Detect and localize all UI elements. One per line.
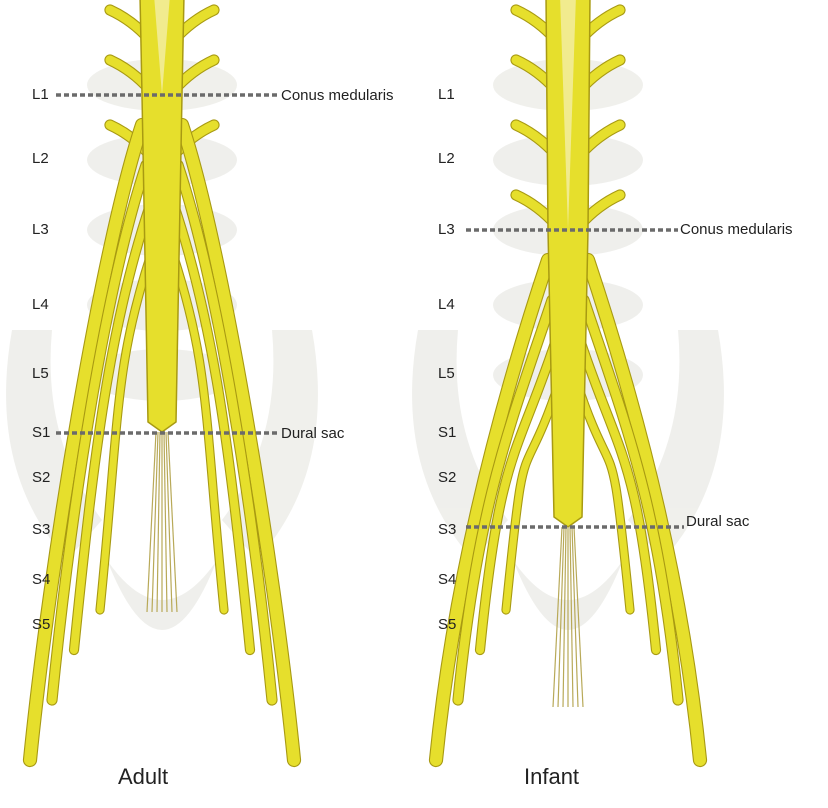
adult-caption: Adult [118, 766, 168, 788]
infant-conus-medullaris-label: Conus medularis [680, 222, 793, 237]
adult-level-label-l4: L4 [32, 297, 49, 312]
adult-level-label-s1: S1 [32, 425, 50, 440]
adult-spinal-cord-illustration [6, 0, 318, 760]
infant-level-label-s4: S4 [438, 572, 456, 587]
infant-level-label-s1: S1 [438, 425, 456, 440]
infant-dural-sac-label: Dural sac [686, 514, 749, 529]
infant-level-label-s2: S2 [438, 470, 456, 485]
infant-level-label-l3: L3 [438, 222, 455, 237]
adult-level-label-l3: L3 [32, 222, 49, 237]
adult-level-label-l2: L2 [32, 151, 49, 166]
infant-level-label-l2: L2 [438, 151, 455, 166]
infant-level-label-s5: S5 [438, 617, 456, 632]
infant-spinal-cord-illustration [412, 0, 724, 760]
adult-level-label-l5: L5 [32, 366, 49, 381]
adult-dural-sac-label: Dural sac [281, 426, 344, 441]
infant-level-label-l5: L5 [438, 366, 455, 381]
infant-level-label-l4: L4 [438, 297, 455, 312]
infant-level-label-s3: S3 [438, 522, 456, 537]
adult-level-label-s2: S2 [32, 470, 50, 485]
adult-level-label-s4: S4 [32, 572, 50, 587]
infant-caption: Infant [524, 766, 579, 788]
infant-level-label-l1: L1 [438, 87, 455, 102]
adult-level-label-s5: S5 [32, 617, 50, 632]
adult-level-label-s3: S3 [32, 522, 50, 537]
adult-level-label-l1: L1 [32, 87, 49, 102]
adult-conus-medullaris-label: Conus medularis [281, 88, 394, 103]
